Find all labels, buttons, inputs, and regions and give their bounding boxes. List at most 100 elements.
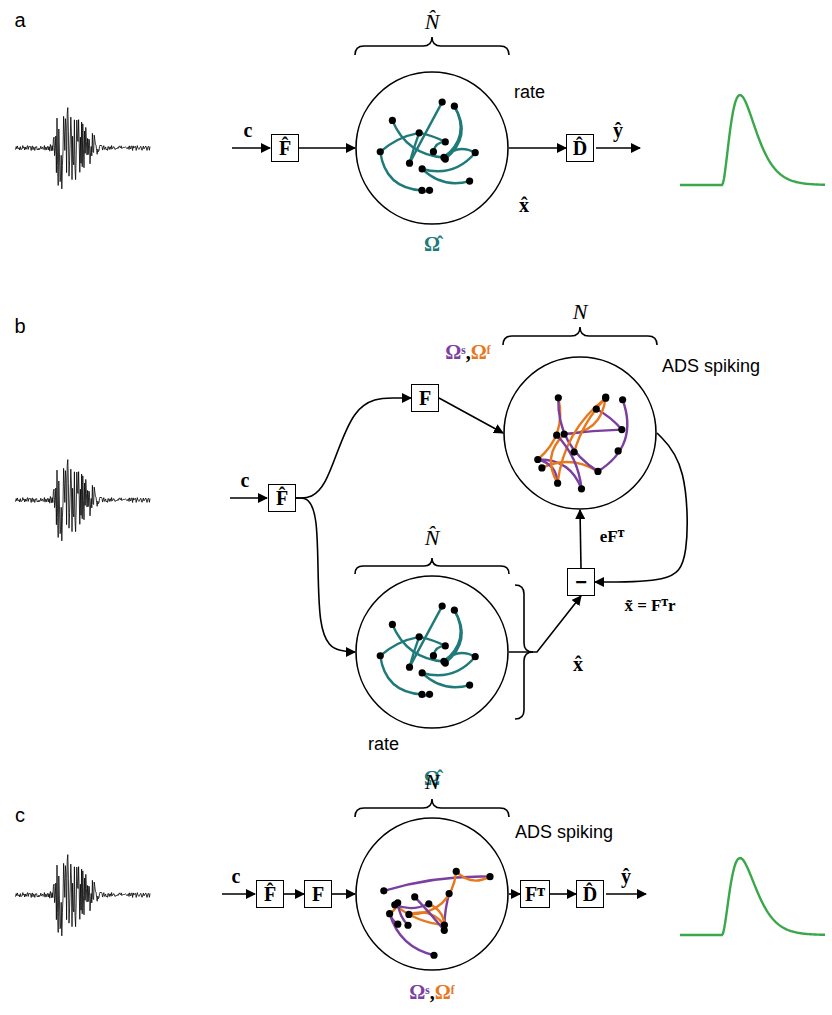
network-label: rate bbox=[368, 733, 399, 755]
neuron-dot bbox=[451, 607, 458, 614]
synapse-curve bbox=[422, 169, 469, 183]
weight-symbol: Ωˢ,Ωᶠ bbox=[409, 981, 454, 1004]
neuron-dot bbox=[405, 911, 412, 918]
matrix-box: F̂ bbox=[271, 134, 299, 162]
network-boundary bbox=[356, 576, 508, 728]
curly-brace bbox=[355, 558, 509, 574]
box-label: F̂ bbox=[276, 487, 288, 509]
synapse-curve bbox=[410, 102, 443, 163]
neuron-dot bbox=[430, 952, 437, 959]
neuron-dot bbox=[553, 432, 560, 439]
signal-arrow bbox=[230, 497, 267, 499]
network-outline bbox=[355, 817, 509, 971]
connector-label: x̃ = Fᵀr bbox=[622, 596, 677, 616]
neuron-dot bbox=[440, 154, 447, 161]
synapse-curve bbox=[410, 606, 443, 667]
box-label: F bbox=[312, 883, 324, 905]
signal-connector bbox=[296, 398, 411, 498]
panel-letter: a bbox=[14, 9, 25, 32]
network-circle: rate bbox=[355, 71, 509, 225]
neuron-dot bbox=[426, 691, 433, 698]
input-symbol: c bbox=[232, 865, 241, 888]
unit-count: N̂ bbox=[425, 525, 440, 551]
weight-symbol: Ω̂ bbox=[424, 233, 440, 256]
neuron-dot bbox=[446, 890, 453, 897]
synapse-curve bbox=[422, 673, 469, 687]
synapse-curve bbox=[415, 897, 445, 930]
network-label: ADS spiking bbox=[662, 355, 760, 377]
network-boundary bbox=[504, 357, 656, 509]
curly-brace bbox=[355, 799, 509, 817]
audio-waveform bbox=[15, 108, 150, 189]
neuron-dot bbox=[466, 682, 473, 689]
neuron-dot bbox=[425, 900, 432, 907]
matrix-box: Fᵀ bbox=[520, 880, 550, 908]
neuron-dot bbox=[411, 893, 418, 900]
synapse-curve bbox=[456, 871, 490, 880]
neuron-dot bbox=[419, 165, 426, 172]
neuron-dot bbox=[394, 921, 401, 928]
matrix-box: D̂ bbox=[576, 880, 604, 908]
synapse-curve bbox=[444, 653, 475, 661]
neuron-dot bbox=[441, 921, 448, 928]
signal-connector bbox=[509, 596, 581, 652]
signal-connector bbox=[439, 398, 503, 433]
network-circle: ADS spiking bbox=[503, 356, 657, 510]
output-trace bbox=[680, 95, 825, 185]
curly-brace bbox=[503, 327, 657, 345]
neuron-dot bbox=[380, 887, 387, 894]
synapse-curve bbox=[390, 914, 434, 956]
neuron-dot bbox=[451, 103, 458, 110]
input-symbol: c bbox=[244, 119, 253, 142]
weight-symbol: Ωˢ,Ωᶠ bbox=[445, 341, 490, 364]
signal-arrow bbox=[606, 893, 646, 895]
network-circle: rate bbox=[355, 575, 509, 729]
neuron-dot bbox=[442, 642, 449, 649]
neuron-dot bbox=[426, 187, 433, 194]
output-symbol: ŷ bbox=[613, 119, 623, 142]
synapse-curve bbox=[557, 435, 582, 489]
neuron-dot bbox=[406, 160, 413, 167]
box-label: D̂ bbox=[583, 883, 597, 905]
unit-count: N bbox=[573, 299, 588, 325]
matrix-box: D̂ bbox=[566, 134, 594, 162]
signal-arrow bbox=[596, 147, 640, 149]
neuron-dot bbox=[615, 447, 622, 454]
network-outline bbox=[503, 356, 657, 510]
neuron-dot bbox=[439, 603, 446, 610]
synapse-curve bbox=[538, 398, 560, 460]
state-symbol: x̂ bbox=[573, 653, 583, 676]
matrix-box: F bbox=[411, 384, 439, 412]
signal-connector bbox=[284, 893, 304, 895]
signal-connector bbox=[299, 147, 355, 149]
neuron-dot bbox=[602, 395, 609, 402]
neuron-dot bbox=[377, 652, 384, 659]
neuron-dot bbox=[593, 405, 600, 412]
box-label: − bbox=[575, 571, 587, 593]
signal-connector bbox=[296, 498, 355, 652]
neuron-dot bbox=[466, 178, 473, 185]
signal-connector bbox=[580, 510, 581, 568]
neuron-dot bbox=[578, 485, 585, 492]
neuron-dot bbox=[619, 396, 626, 403]
neuron-dot bbox=[472, 149, 479, 156]
unit-count: N̂ bbox=[425, 9, 440, 35]
neuron-dot bbox=[571, 449, 578, 456]
network-outline bbox=[355, 71, 509, 225]
network-label: rate bbox=[514, 81, 545, 103]
synapse-curve bbox=[444, 149, 475, 157]
output-trace bbox=[680, 858, 825, 935]
subtract-box: − bbox=[567, 568, 595, 596]
neuron-dot bbox=[440, 658, 447, 665]
neuron-dot bbox=[419, 669, 426, 676]
neuron-dot bbox=[538, 464, 545, 471]
neuron-dot bbox=[561, 430, 568, 437]
box-label: D̂ bbox=[573, 137, 587, 159]
synapse-curve bbox=[384, 877, 490, 891]
neuron-dot bbox=[430, 652, 437, 659]
box-label: Fᵀ bbox=[525, 883, 545, 905]
neuron-dot bbox=[389, 117, 396, 124]
output-symbol: ŷ bbox=[621, 865, 631, 888]
neuron-dot bbox=[389, 621, 396, 628]
